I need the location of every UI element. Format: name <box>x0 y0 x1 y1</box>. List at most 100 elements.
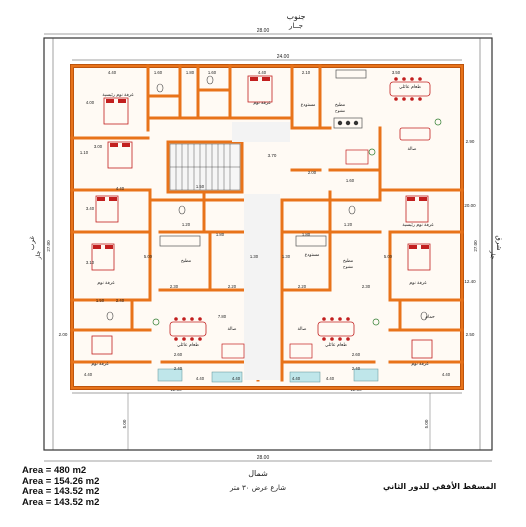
svg-text:2.30: 2.30 <box>362 284 371 289</box>
west-sub: جار <box>35 250 42 260</box>
room-kitchen-top-sub: مفتوح <box>335 108 345 113</box>
svg-text:4.40: 4.40 <box>326 376 335 381</box>
room-fills <box>232 122 290 380</box>
toilets <box>106 75 428 321</box>
svg-text:4.40: 4.40 <box>84 372 93 377</box>
room-hall-left: صالة <box>228 327 237 332</box>
svg-text:2.40: 2.40 <box>352 366 361 371</box>
room-labels: غرفة نوم رئيسية غرفة نوم مطبخ مفتوح مستو… <box>91 85 435 367</box>
room-master-bed-1: غرفة نوم رئيسية <box>102 93 134 98</box>
svg-text:3.50: 3.50 <box>392 70 401 75</box>
interior-walls <box>70 64 464 382</box>
room-bedroom-left: غرفة نوم <box>97 281 115 286</box>
dim-left-total: 27.00 <box>46 240 51 252</box>
svg-text:2.60: 2.60 <box>352 352 361 357</box>
room-dining-right: طعام عائلي <box>325 343 347 348</box>
area-line-3: Area = 143.52 m2 <box>22 496 100 508</box>
plants <box>152 118 442 326</box>
dim-top-inner: 24.00 <box>277 54 290 60</box>
room-hall-right: صالة <box>298 327 307 332</box>
svg-text:1.50: 1.50 <box>196 184 205 189</box>
svg-text:2.30: 2.30 <box>170 284 179 289</box>
area-line-2: Area = 143.52 m2 <box>22 486 100 497</box>
svg-text:2.40: 2.40 <box>174 366 183 371</box>
svg-text:4.40: 4.40 <box>116 186 125 191</box>
svg-text:1.50: 1.50 <box>96 298 105 303</box>
svg-text:1.20: 1.20 <box>182 222 191 227</box>
room-bedroom-lower-right: غرفة نوم <box>411 362 429 367</box>
svg-text:1.80: 1.80 <box>186 70 195 75</box>
dim-bottom-total: 28.00 <box>257 455 270 461</box>
dim-right-250: 2.50 <box>466 332 475 337</box>
beds <box>91 75 433 359</box>
dim-top-total: 28.00 <box>257 28 270 34</box>
svg-text:1.80: 1.80 <box>302 232 311 237</box>
north-label-top: جنوب <box>286 12 305 21</box>
room-dimensions: 4.40 1.60 1.80 1.60 4.40 2.10 3.50 4.00 … <box>80 70 451 381</box>
svg-text:3.40: 3.40 <box>86 206 95 211</box>
room-master-bed-right: غرفة نوم رئيسية <box>402 223 434 228</box>
room-kitchen-left: مطبخ <box>181 259 192 264</box>
room-dining-left: طعام عائلي <box>177 343 199 348</box>
windows <box>157 368 379 383</box>
dim-right-total: 27.00 <box>473 240 478 252</box>
room-kitchen-right: مطبخ <box>343 259 354 264</box>
svg-text:1.60: 1.60 <box>208 70 217 75</box>
svg-text:2.20: 2.20 <box>228 284 237 289</box>
south-sub-bottom: شارع عرض ٣٠ متر <box>229 484 286 492</box>
area-line-total: Area = 480 m2 <box>22 465 87 476</box>
svg-text:2.60: 2.60 <box>174 352 183 357</box>
room-kitchen-top: مطبخ <box>335 103 346 108</box>
svg-text:1.80: 1.80 <box>216 232 225 237</box>
svg-text:7.80: 7.80 <box>218 314 227 319</box>
svg-text:1.60: 1.60 <box>346 178 355 183</box>
room-bath-right: حمام <box>425 315 435 320</box>
svg-text:1.30: 1.30 <box>282 254 291 259</box>
svg-text:2.20: 2.20 <box>298 284 307 289</box>
south-label-bottom: شمال <box>248 469 268 478</box>
svg-text:2.00: 2.00 <box>308 170 317 175</box>
dim-right-290: 2.90 <box>466 139 475 144</box>
east-sub: جار <box>489 250 496 260</box>
dim-left-lower: 2.00 <box>59 332 68 337</box>
kitchen-stoves <box>337 120 359 126</box>
area-line-1: Area = 154.26 m2 <box>22 475 100 487</box>
area-summary: Area = 480 m2 Area = 154.26 m2 Area = 14… <box>22 465 100 508</box>
svg-text:4.40: 4.40 <box>232 376 241 381</box>
svg-text:4.40: 4.40 <box>196 376 205 381</box>
bed-pillows <box>93 77 429 249</box>
svg-text:1.30: 1.30 <box>250 254 259 259</box>
dim-stair: 3.70 <box>268 153 277 158</box>
svg-text:4.40: 4.40 <box>258 70 267 75</box>
svg-text:2.10: 2.10 <box>302 70 311 75</box>
dim-setback-right: 5.00 <box>424 419 429 428</box>
room-bedroom-lower-left: غرفة نوم <box>91 362 109 367</box>
room-kitchen-right-sub: مفتوح <box>343 264 353 269</box>
west-label: غرب <box>28 236 36 250</box>
chairs <box>174 77 422 341</box>
dim-setback-left: 5.00 <box>122 419 127 428</box>
kitchen-counters <box>159 69 367 247</box>
room-store-top: مستودع <box>301 103 316 108</box>
living-furniture <box>221 149 369 359</box>
dim-right-2000: 20.00 <box>464 203 476 208</box>
north-sub-top: جــار <box>288 22 303 30</box>
plot-boundary <box>43 37 493 451</box>
dim-right-1240: 12.40 <box>464 279 476 284</box>
svg-text:4.40: 4.40 <box>292 376 301 381</box>
svg-text:3.10: 3.10 <box>86 260 95 265</box>
room-store-right: مستودع <box>305 253 320 258</box>
svg-text:5.00: 5.00 <box>384 254 393 259</box>
svg-text:3.00: 3.00 <box>94 144 103 149</box>
svg-text:4.00: 4.00 <box>86 100 95 105</box>
svg-text:1.20: 1.20 <box>344 222 353 227</box>
east-label: شرق <box>495 235 503 250</box>
plan-title: المسقط الأفقي للدور الثاني <box>383 482 497 491</box>
room-bedroom-right: غرفة نوم <box>409 281 427 286</box>
room-hall-top: صالة <box>408 147 417 152</box>
svg-text:4.40: 4.40 <box>108 70 117 75</box>
dining-tables <box>169 81 431 337</box>
svg-text:1.60: 1.60 <box>154 70 163 75</box>
staircase <box>169 143 241 191</box>
